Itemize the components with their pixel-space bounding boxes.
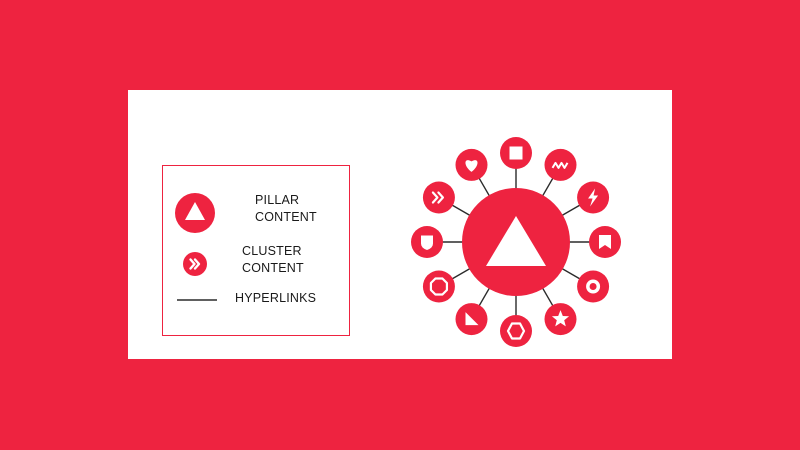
cluster-label-line2: CONTENT [242,261,304,275]
cluster-circle [422,181,455,214]
pillar-node [462,188,570,296]
pillar-label-line2: CONTENT [255,210,317,224]
cluster-node [455,303,488,336]
cluster-label-line1: CLUSTER [242,244,302,258]
octagon-icon [429,277,449,296]
bookmark-icon [599,235,611,249]
lightning-icon [588,188,599,207]
pillar-cluster-diagram [411,137,621,347]
legend-box: PILLAR CONTENT CLUSTER CONTENT HYPERLINK… [162,165,350,336]
corner-triangle-icon [465,312,479,326]
cluster-node [500,315,532,347]
pillar-label-line1: PILLAR [255,193,300,207]
cluster-node [422,270,455,303]
cluster-node [577,270,610,303]
cluster-nodes [411,137,621,347]
pillar-content-icon [175,193,215,233]
target-icon [586,279,601,294]
hexagon-icon [506,322,526,340]
wave-icon [551,161,569,169]
cluster-node [577,181,610,214]
triangle-icon [486,216,546,266]
cluster-node [589,226,621,258]
content-panel: PILLAR CONTENT CLUSTER CONTENT HYPERLINK… [128,90,672,359]
hyperlink-line-icon [177,299,217,301]
cluster-node [500,137,532,169]
star-icon [551,310,570,327]
cluster-node [544,148,577,181]
chevron-right-icon [431,191,445,204]
cluster-node [455,148,488,181]
heart-icon [465,160,478,172]
cluster-node [411,226,443,258]
cluster-content-icon [183,252,207,276]
cluster-circle [500,315,532,347]
cluster-content-label: CLUSTER CONTENT [242,243,304,277]
shield-icon [421,235,433,250]
cluster-circle [422,270,455,303]
hyperlinks-label: HYPERLINKS [235,291,317,305]
cluster-node [422,181,455,214]
cluster-node [544,303,577,336]
square-icon [509,146,523,160]
pillar-content-label: PILLAR CONTENT [255,192,317,226]
